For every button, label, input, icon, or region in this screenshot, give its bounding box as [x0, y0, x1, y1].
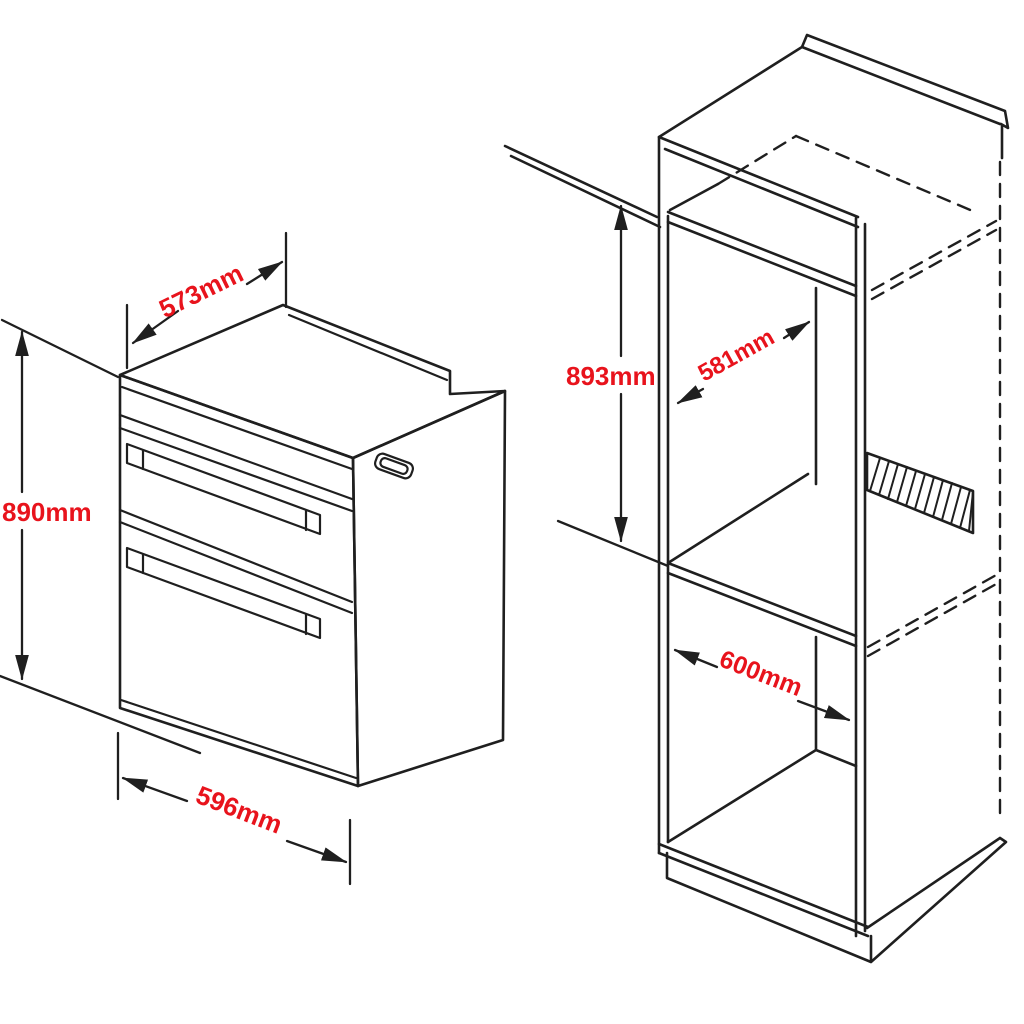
- cabinet-bottom-rail: [657, 842, 870, 938]
- cabinet-plinth: [665, 836, 1008, 964]
- vent-hatch: [869, 457, 974, 532]
- worktop-line: [503, 144, 662, 229]
- cabinet-right-stile: [854, 216, 867, 938]
- cabinet-middle-shelf: [666, 472, 858, 648]
- dimension-ticks: [0, 231, 670, 886]
- oven-handle-lower: [125, 546, 322, 640]
- oven-side-face: [351, 389, 507, 788]
- cabinet-floor: [666, 748, 858, 844]
- oven-top-depth-label: 573mm: [154, 258, 248, 324]
- vent-cutout: [865, 451, 975, 535]
- oven-fascia-lines: [118, 413, 354, 513]
- oven-front-height-label: 890mm: [2, 497, 92, 527]
- oven-bottom-edge-line: [119, 698, 358, 780]
- dimension-annotations: 573mm 890mm 596mm 893mm 581mm 600mm: [0, 204, 851, 886]
- oven-top-edge-lines: [120, 313, 449, 471]
- vent-outline: [865, 451, 975, 535]
- oven-front-width-label: 596mm: [192, 780, 286, 840]
- oven-side-grip: [373, 452, 415, 480]
- cabinet-hidden-edges: [716, 134, 1002, 820]
- cabinet-aperture-height-label: 893mm: [566, 361, 656, 391]
- cabinet-left-stile: [657, 135, 670, 855]
- oven-drawer-gap-lines: [118, 508, 354, 615]
- oven-handle-upper: [125, 442, 322, 536]
- oven-front-face: [118, 373, 360, 788]
- cabinet-internal-depth-label: 581mm: [694, 324, 779, 388]
- dimension-arrows: [15, 204, 851, 864]
- cabinet-back-top-edge: [800, 33, 1010, 160]
- oven-drawing: [118, 303, 507, 788]
- cabinet-top-shelf: [666, 182, 858, 298]
- cabinet-drawing: [503, 33, 1010, 964]
- cabinet-internal-width-label: 600mm: [716, 645, 806, 702]
